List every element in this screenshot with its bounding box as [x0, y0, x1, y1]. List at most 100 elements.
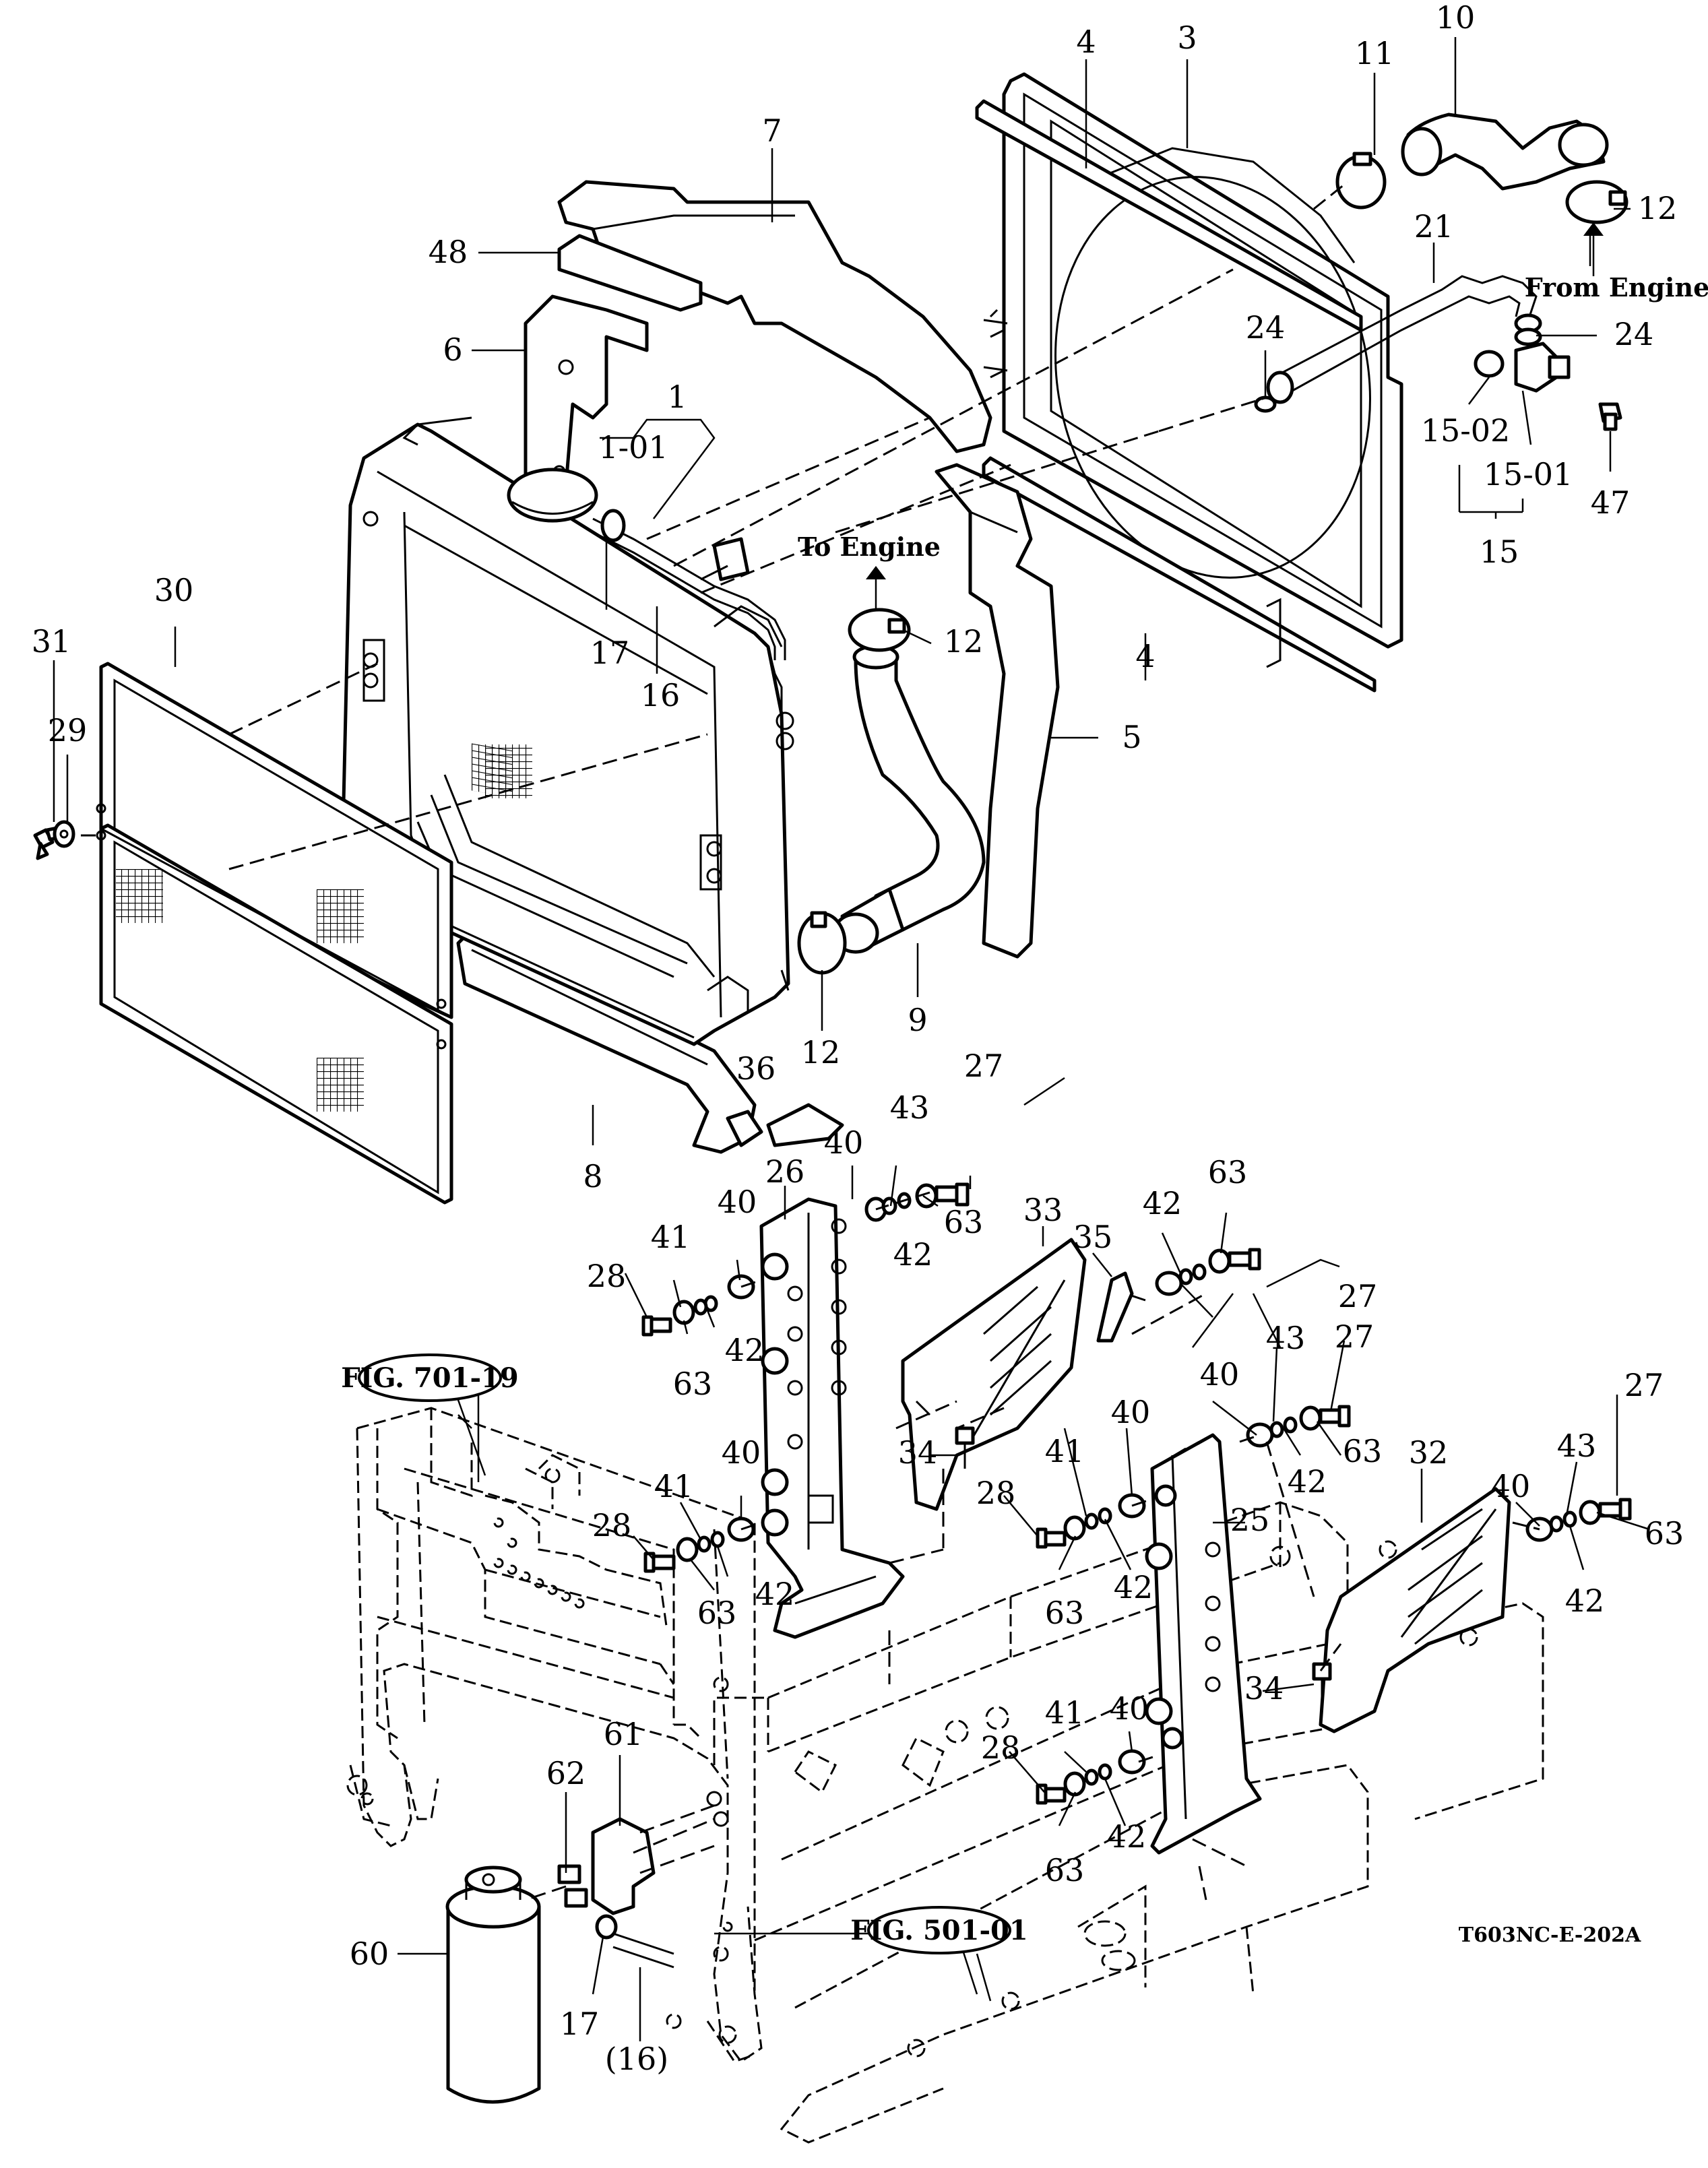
washer-29	[53, 820, 75, 848]
callout-27-b: 27	[1338, 1278, 1378, 1314]
callout-1: 1	[667, 379, 687, 415]
callout-29: 29	[48, 712, 88, 748]
bolt-stack-5	[1246, 1405, 1351, 1448]
bolt-stack-2	[641, 1274, 755, 1337]
bolt-stack-6	[1036, 1493, 1146, 1549]
hose-clamps	[797, 152, 1628, 975]
lower-hose-9	[832, 644, 986, 954]
callout-30: 30	[154, 572, 194, 608]
front-grille	[96, 662, 532, 1205]
shroud-seal-top	[975, 99, 1363, 332]
callout-63-c: 63	[697, 1595, 737, 1631]
callout-32: 32	[1409, 1434, 1449, 1471]
callout-40-b: 40	[718, 1184, 757, 1220]
callout-62: 62	[546, 1755, 586, 1791]
callout-31: 31	[32, 623, 71, 660]
callout-24-right: 24	[1614, 316, 1654, 352]
callout-63-d: 63	[1208, 1154, 1248, 1190]
callout-40-g: 40	[1110, 1690, 1149, 1727]
callout-25: 25	[1230, 1502, 1270, 1538]
callout-33: 33	[1023, 1192, 1063, 1228]
drawing-code: T603NC-E-202A	[1459, 1923, 1641, 1947]
callout-40-c: 40	[722, 1434, 761, 1471]
fig-reference-501: FIG. 501-01	[850, 1906, 1028, 1995]
bracket-26	[759, 1197, 905, 1639]
foam-seal-48	[557, 234, 703, 312]
callout-34-b: 34	[1244, 1670, 1284, 1707]
callout-16: 16	[641, 677, 681, 713]
callout-43-c: 43	[1557, 1428, 1597, 1464]
callout-41-c: 41	[1045, 1433, 1085, 1469]
callout-4-top: 4	[1076, 24, 1096, 60]
callout-43-b: 43	[1266, 1320, 1306, 1356]
callout-42-a: 42	[893, 1236, 933, 1273]
side-baffle-right	[935, 463, 1060, 959]
callout-27-d: 27	[1624, 1367, 1664, 1403]
callout-48: 48	[429, 234, 468, 270]
callout-42-h: 42	[1107, 1818, 1147, 1855]
callout-9: 9	[908, 1002, 927, 1038]
foam-pad-36	[766, 1103, 844, 1147]
callout-42-g: 42	[1565, 1583, 1605, 1619]
fig-701-label: FIG. 701-19	[341, 1362, 518, 1394]
callout-43-a: 43	[890, 1089, 930, 1126]
callout-42-b: 42	[725, 1332, 765, 1368]
callout-12-bottom: 12	[801, 1034, 841, 1071]
callout-34-a: 34	[898, 1434, 938, 1471]
shroud-seal-bottom	[982, 456, 1377, 693]
callout-17-top: 17	[590, 635, 630, 671]
callout-41-b: 41	[654, 1468, 694, 1504]
callout-63-b: 63	[673, 1366, 713, 1402]
callout-27-a: 27	[964, 1048, 1004, 1084]
callout-42-f: 42	[1114, 1569, 1153, 1605]
fig-reference-701: FIG. 701-19	[341, 1353, 519, 1476]
side-cover-32	[1319, 1487, 1511, 1733]
overflow-hose	[592, 509, 786, 660]
side-baffle-left	[524, 294, 649, 501]
callout-36: 36	[736, 1050, 776, 1087]
callout-60: 60	[350, 1936, 389, 1972]
bracket-25	[1145, 1433, 1262, 1855]
callout-5: 5	[1122, 719, 1141, 755]
callout-35: 35	[1073, 1219, 1113, 1255]
callout-17-bottom: 17	[560, 2006, 600, 2042]
callout-26: 26	[765, 1153, 805, 1190]
upper-hose-10	[1401, 113, 1609, 191]
bolt-34a	[955, 1426, 975, 1445]
callout-6: 6	[443, 331, 462, 368]
flow-arrows	[866, 222, 1604, 610]
callout-42-e: 42	[1288, 1463, 1327, 1500]
callout-4-bottom: 4	[1135, 638, 1155, 674]
callout-1-01: 1-01	[598, 429, 668, 466]
hose-clamp	[600, 509, 626, 542]
callout-21: 21	[1414, 208, 1454, 245]
callout-11: 11	[1355, 35, 1395, 71]
callout-28-a: 28	[587, 1258, 627, 1294]
chassis-frame	[346, 1407, 1544, 2144]
clamp-17	[595, 1914, 618, 1940]
bolt-34b	[1312, 1662, 1332, 1681]
callout-28-c: 28	[976, 1475, 1016, 1511]
callout-47: 47	[1591, 484, 1631, 521]
callout-28-d: 28	[981, 1729, 1021, 1766]
callout-28-b: 28	[592, 1507, 632, 1543]
callout-42-c: 42	[755, 1576, 795, 1612]
callout-3: 3	[1177, 20, 1197, 56]
callout-40-f: 40	[1491, 1468, 1531, 1504]
callout-15: 15	[1480, 534, 1519, 570]
coolant-filter	[445, 1866, 541, 2104]
callout-42-d: 42	[1143, 1185, 1182, 1221]
callout-41-d: 41	[1045, 1694, 1085, 1731]
callout-24-left: 24	[1246, 309, 1286, 346]
callout-40-d: 40	[1200, 1356, 1240, 1393]
callout-63-a: 63	[944, 1204, 984, 1240]
fan-shroud	[727, 72, 1403, 693]
leader-lines	[53, 37, 1650, 2041]
fig-501-label: FIG. 501-01	[850, 1915, 1027, 1946]
callout-40-a: 40	[824, 1124, 864, 1161]
wing-bolt	[33, 820, 75, 860]
tee-fitting	[1474, 342, 1622, 431]
callout-10: 10	[1436, 0, 1476, 36]
